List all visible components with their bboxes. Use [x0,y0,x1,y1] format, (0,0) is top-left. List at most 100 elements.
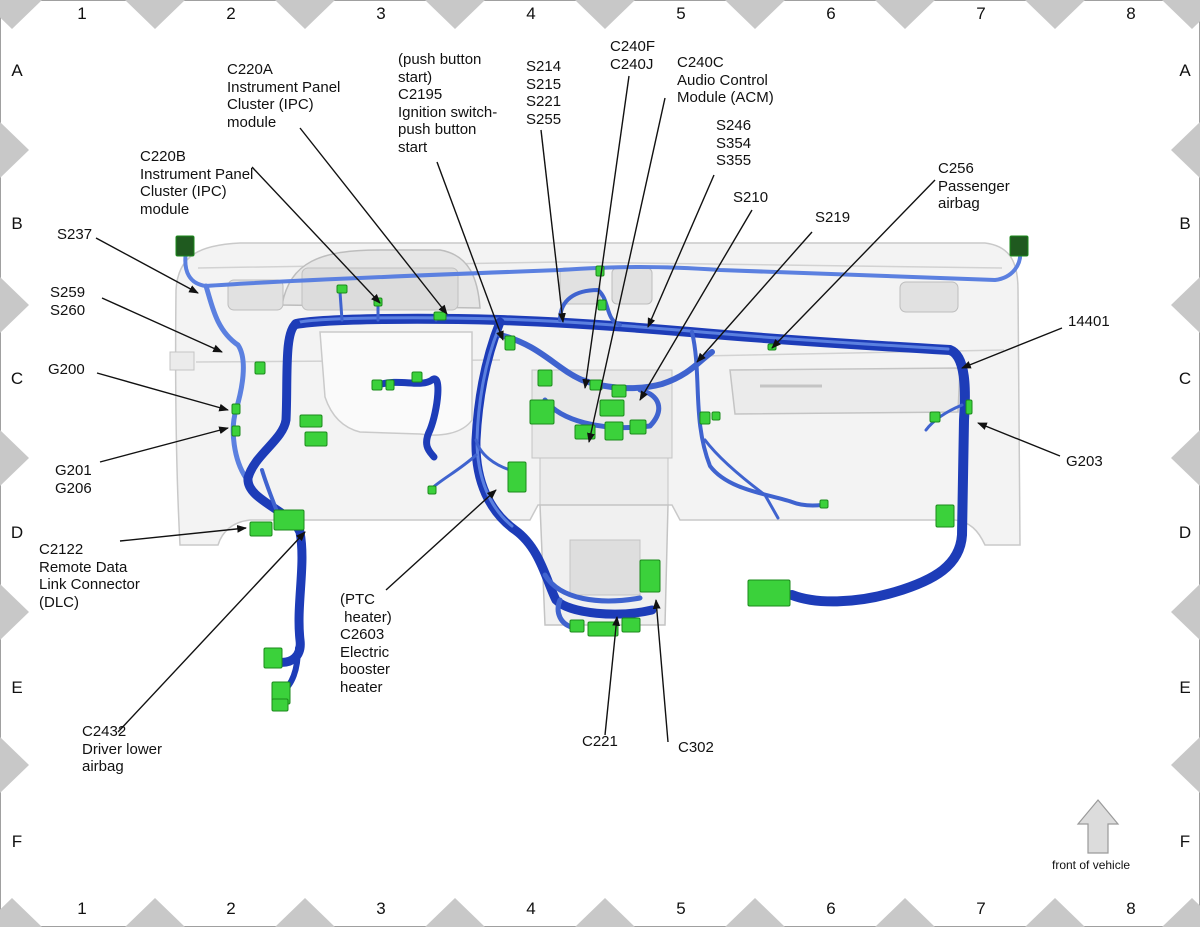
grid-marker-bottom [725,898,785,927]
connector [929,411,941,423]
grid-marker-right [1171,122,1200,178]
label-c2603: (PTC heater) C2603 Electric booster heat… [340,591,392,696]
column-number-bottom: 6 [826,899,836,918]
label-c2122: C2122 Remote Data Link Connector (DLC) [39,541,140,611]
connector [273,509,305,531]
grid-marker-top [0,0,42,29]
grid-marker-right [1171,737,1200,793]
row-letter-left: E [11,678,23,697]
label-c256: C256 Passenger airbag [938,160,1010,212]
row-letter-right: E [1179,678,1191,697]
column-number-top: 7 [976,4,986,23]
grid-marker-top [1162,0,1200,29]
row-letter-left: B [11,214,23,233]
harness-14401-branch [924,403,964,432]
connector [935,504,955,528]
up-arrow-icon [1076,799,1120,854]
leader-line-14401 [961,327,1063,369]
leader-line-s237 [95,237,199,294]
grid-marker-bottom [425,898,485,927]
leader-line-s219 [696,231,813,363]
leader-line-s259 [101,297,223,353]
console-inner-box [569,539,641,596]
connector [175,235,195,257]
column-number-top: 1 [77,4,87,23]
connector [597,299,607,311]
connector [336,284,348,294]
connector [427,485,437,495]
harness-main-trunk-highlight [298,316,950,351]
connector [254,361,266,375]
row-letter-left: F [11,832,23,851]
leader-line-c220b [251,166,381,304]
grid-marker-top [275,0,335,29]
column-number-bottom: 4 [526,899,536,918]
center-vent-left [559,267,601,305]
left-vent [227,279,284,311]
column-number-top: 6 [826,4,836,23]
leader-line-c2432 [117,531,306,733]
label-14401: 14401 [1068,313,1110,330]
grid-marker-bottom [0,898,42,927]
connector [433,311,447,321]
leader-line-c240f [582,75,630,389]
column-number-top: 5 [676,4,686,23]
label-g201-group: G201 G206 [55,462,92,497]
leader-line-c2195 [436,161,504,341]
grid-marker-right [1171,277,1200,333]
connector [599,399,625,417]
label-c302: C302 [678,739,714,756]
column-number-bottom: 8 [1126,899,1136,918]
leader-line-c256 [771,179,936,349]
glovebox [729,367,961,415]
row-letter-left: C [10,369,24,388]
connector [371,379,383,391]
leader-line-s210 [639,209,753,401]
leader-line-c302 [652,599,669,743]
connector [529,399,555,425]
label-s246-group: S246 S354 S355 [716,117,752,169]
leader-line-g203 [977,422,1061,457]
label-s259-group: S259 S260 [50,284,86,319]
harness-right-branch [690,330,824,508]
grid-marker-left [0,737,29,793]
grid-marker-top [425,0,485,29]
connectors [175,235,1029,712]
grid-marker-bottom [275,898,335,927]
connector [411,371,423,383]
console-deck [539,457,669,506]
leader-line-c221 [604,616,621,736]
leader-line-s214 [540,129,566,323]
grid-marker-left [0,277,29,333]
leader-line-c2122 [119,525,247,542]
column-number-bottom: 2 [226,899,236,918]
label-c2432: C2432 Driver lower airbag [82,723,163,775]
column-number-bottom: 7 [976,899,986,918]
leader-lines [95,75,1063,743]
connector [299,414,323,428]
connector [595,265,605,277]
leader-line-g201 [99,426,229,463]
label-s210: S210 [733,189,769,206]
label-s219: S219 [815,209,851,226]
grid-marker-bottom [125,898,185,927]
grid-marker-top [575,0,635,29]
row-letter-left: D [10,523,24,542]
label-c2195: (push button start) C2195 Ignition switc… [398,51,498,156]
connector [711,411,721,421]
connector [569,619,585,633]
connector [965,399,973,415]
connector [231,425,241,437]
column-number-top: 2 [226,4,236,23]
grid-marker-top [725,0,785,29]
connector [263,647,283,669]
label-s214-group: S214 S215 S221 S255 [526,58,562,128]
label-s237: S237 [57,226,93,243]
connector [639,559,661,593]
connector [304,431,328,447]
connector [621,617,641,633]
label-g203: G203 [1066,453,1103,470]
